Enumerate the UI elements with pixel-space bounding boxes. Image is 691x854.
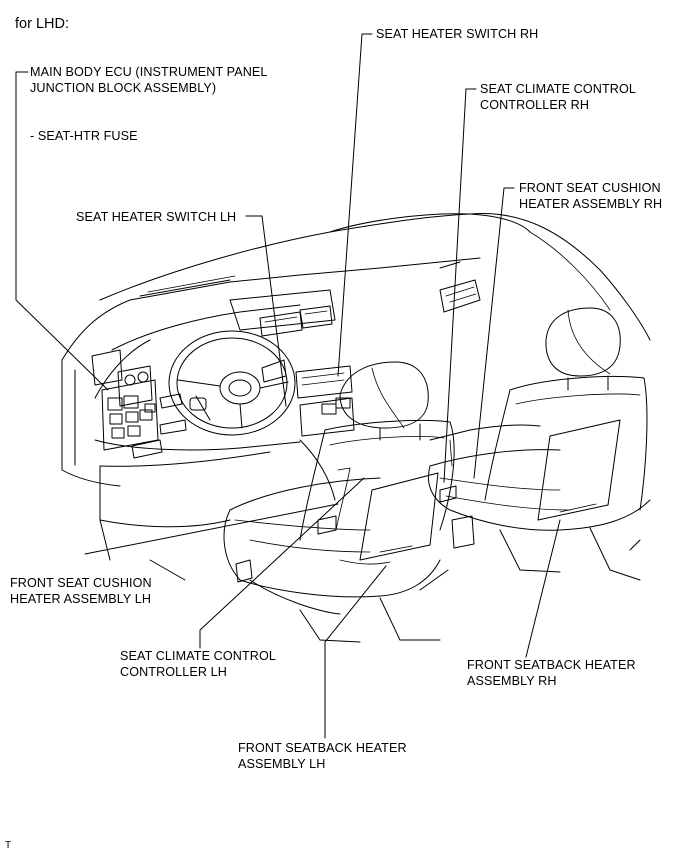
label-seat-heater-switch-rh: SEAT HEATER SWITCH RH xyxy=(376,27,539,41)
left-seat-drawing xyxy=(223,361,455,643)
right-seat-drawing xyxy=(427,307,651,581)
label-front-seatback-heater-rh: FRONT SEATBACK HEATER ASSEMBLY RH xyxy=(467,658,636,688)
steering-wheel-drawing xyxy=(168,330,296,436)
diagram-header: for LHD: xyxy=(15,16,69,32)
windshield-outline xyxy=(469,213,651,341)
floor-drawing xyxy=(99,424,541,581)
main-body-ecu-drawing xyxy=(91,349,187,459)
label-main-body-ecu: MAIN BODY ECU (INSTRUMENT PANEL JUNCTION… xyxy=(30,65,268,95)
label-seat-htr-fuse: - SEAT-HTR FUSE xyxy=(30,129,138,143)
label-front-seat-cushion-heater-rh: FRONT SEAT CUSHION HEATER ASSEMBLY RH xyxy=(519,181,663,211)
label-front-seat-cushion-heater-lh: FRONT SEAT CUSHION HEATER ASSEMBLY LH xyxy=(10,576,152,606)
label-front-seatback-heater-lh: FRONT SEATBACK HEATER ASSEMBLY LH xyxy=(238,741,407,771)
instrument-panel-drawing xyxy=(61,213,531,501)
label-seat-climate-controller-rh: SEAT CLIMATE CONTROL CONTROLLER RH xyxy=(480,82,636,112)
label-seat-heater-switch-lh: SEAT HEATER SWITCH LH xyxy=(76,210,237,224)
figure-code: T xyxy=(5,840,12,851)
leader-lines xyxy=(15,33,561,739)
label-seat-climate-controller-lh: SEAT CLIMATE CONTROL CONTROLLER LH xyxy=(120,649,276,679)
